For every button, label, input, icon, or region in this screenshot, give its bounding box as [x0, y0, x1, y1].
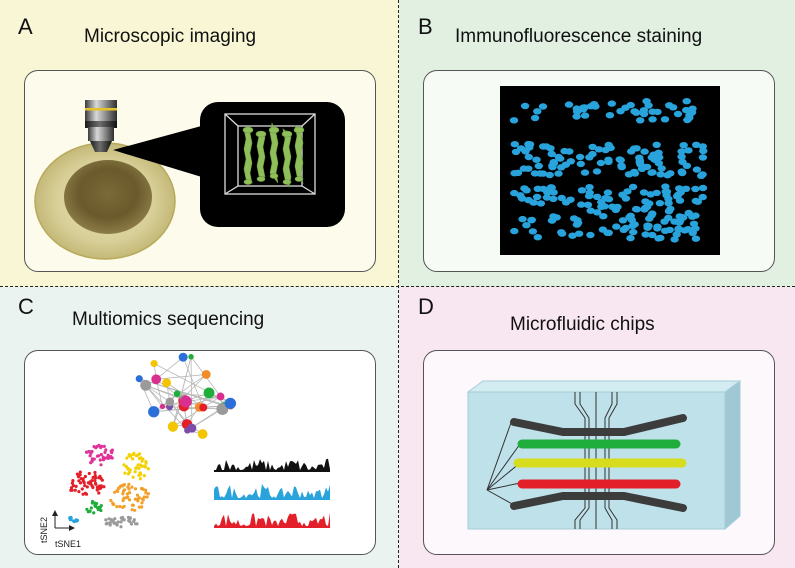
horizontal-divider [0, 286, 795, 287]
x-axis-label: tSNE1 [55, 539, 81, 549]
tissue-cross-section [34, 142, 176, 260]
elongated-cells [242, 121, 305, 188]
sequencing-tracks [214, 458, 330, 528]
panel-d-letter: D [418, 294, 434, 319]
panel-c-title: Multiomics sequencing [72, 309, 265, 330]
panel-c-letter: C [18, 294, 34, 319]
panel-d-title: Microfluidic chips [510, 314, 655, 335]
tsne-clusters [68, 443, 150, 529]
panel-b-title: Immunofluorescence staining [455, 26, 703, 47]
panel-c-card [24, 350, 376, 555]
chip-channels [510, 414, 687, 512]
y-axis-label: tSNE2 [39, 517, 49, 543]
vertical-divider [398, 0, 399, 568]
microscope-objective-icon [85, 100, 117, 152]
channel-bottom-gray [510, 492, 687, 512]
panel-a-title: Microscopic imaging [84, 26, 257, 47]
panel-b-letter: B [418, 14, 433, 39]
stained-nuclei [509, 98, 708, 243]
volume-box-icon [224, 113, 316, 195]
channel-top-gray [510, 414, 687, 436]
chip-inlet-lines [486, 419, 521, 506]
zoom-callout [113, 102, 345, 227]
panel-a-letter: A [18, 14, 33, 39]
tsne-axes [52, 510, 75, 531]
microfluidic-chip [466, 380, 742, 531]
gene-network [135, 352, 237, 439]
